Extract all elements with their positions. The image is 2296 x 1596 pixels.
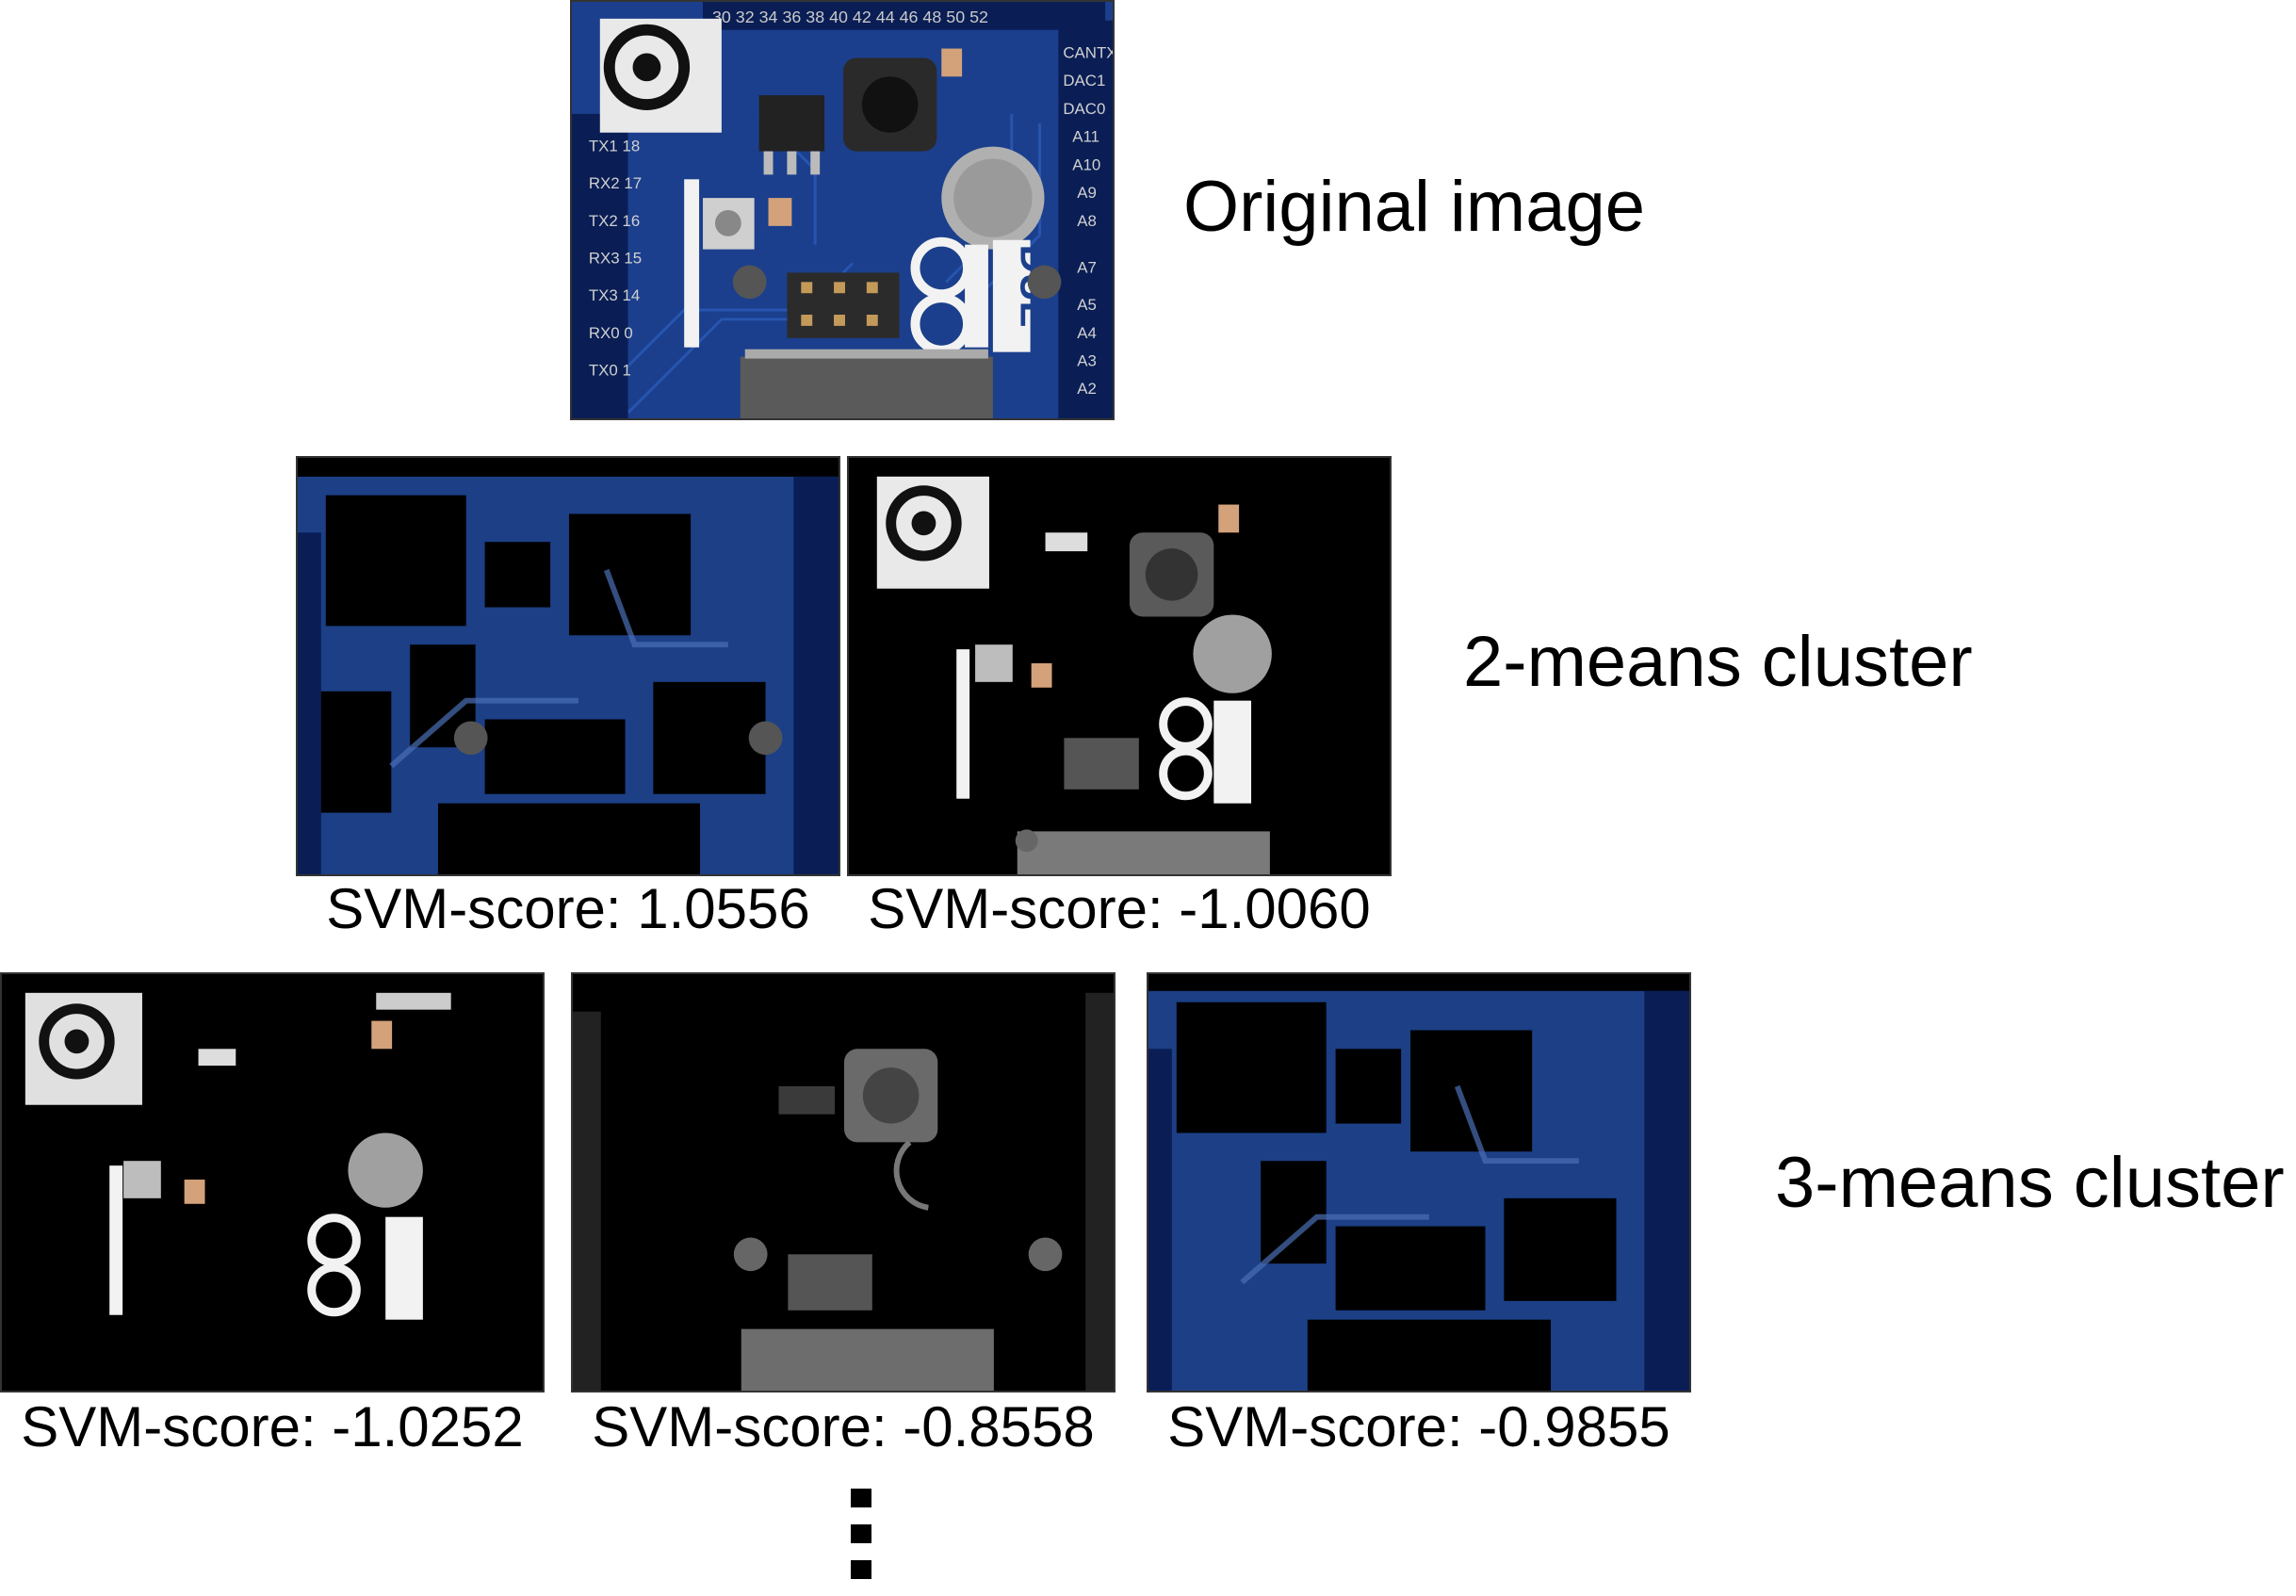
original-image-label: Original image — [1183, 167, 1645, 247]
svg-text:A5: A5 — [1077, 296, 1097, 314]
svg-text:A2: A2 — [1077, 380, 1097, 398]
svg-text:DAC1: DAC1 — [1063, 72, 1105, 90]
svg-text:RX0 0: RX0 0 — [589, 324, 633, 342]
cluster-2-score-2: SVM-score: -1.0060 — [868, 877, 1371, 940]
svg-text:30 32 34 36 38 40 42 44 46 48: 30 32 34 36 38 40 42 44 46 48 50 52 — [712, 8, 988, 26]
cluster-2-panel-1 — [296, 456, 840, 876]
svg-text:CANTX: CANTX — [1063, 43, 1113, 61]
svg-text:A10: A10 — [1072, 155, 1100, 173]
cluster-2-score-1: SVM-score: 1.0556 — [326, 877, 810, 940]
svg-text:A3: A3 — [1077, 352, 1097, 370]
svg-text:RX3 15: RX3 15 — [589, 250, 642, 268]
svg-text:A11: A11 — [1072, 128, 1099, 146]
two-means-label: 2-means cluster — [1463, 622, 1973, 702]
cluster-3-score-2: SVM-score: -0.8558 — [592, 1395, 1095, 1458]
svg-text:TX0 1: TX0 1 — [589, 361, 631, 379]
cluster-3-panel-3 — [1147, 972, 1691, 1392]
svg-text:A8: A8 — [1077, 212, 1097, 230]
svg-text:TX3 14: TX3 14 — [589, 286, 640, 304]
svg-text:RX2 17: RX2 17 — [589, 174, 642, 192]
svg-text:DAC0: DAC0 — [1063, 100, 1105, 118]
cluster-3-score-1: SVM-score: -1.0252 — [21, 1395, 524, 1458]
svg-text:A4: A4 — [1077, 324, 1097, 342]
cluster-3-panel-1 — [0, 972, 545, 1392]
cluster-2-panel-2 — [847, 456, 1392, 876]
cluster-3-score-3: SVM-score: -0.9855 — [1167, 1395, 1670, 1458]
svg-text:A7: A7 — [1077, 258, 1097, 276]
vertical-ellipsis-icon — [851, 1489, 871, 1596]
three-means-label: 3-means cluster — [1775, 1143, 2285, 1223]
cluster-3-panel-2 — [571, 972, 1115, 1392]
svg-text:TX2 16: TX2 16 — [589, 212, 640, 230]
original-image: 30 32 34 36 38 40 42 44 46 48 50 52 CANT… — [570, 0, 1115, 420]
svg-text:TX1 18: TX1 18 — [589, 138, 640, 155]
svg-text:A9: A9 — [1077, 184, 1097, 202]
